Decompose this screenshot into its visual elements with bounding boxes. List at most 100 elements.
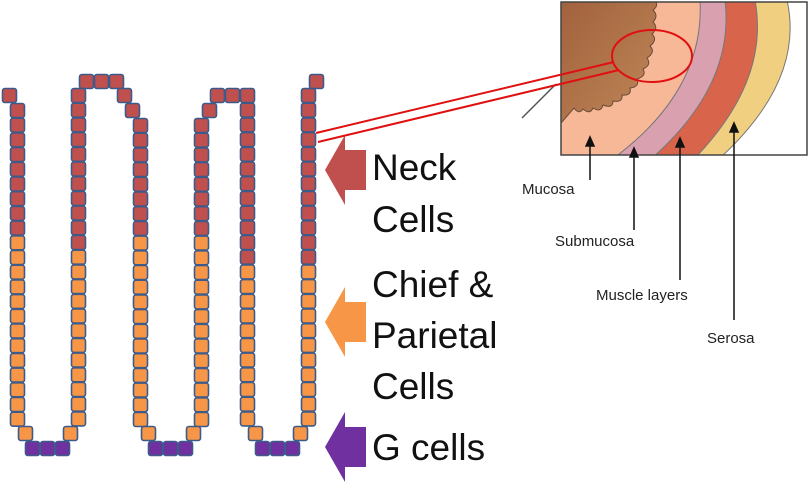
neck-cell bbox=[9, 176, 26, 192]
neck-cell bbox=[9, 205, 26, 222]
chief-parietal-cell bbox=[70, 352, 87, 368]
neck-cell bbox=[116, 87, 133, 104]
neck-cell bbox=[70, 131, 87, 148]
chief-parietal-cell bbox=[9, 367, 26, 383]
chief-parietal-cell bbox=[239, 396, 256, 413]
callout-circle bbox=[611, 29, 693, 83]
neck-cell bbox=[239, 205, 256, 221]
neck-cell bbox=[193, 132, 210, 148]
chief-parietal-cell bbox=[239, 293, 256, 310]
chief-parietal-cell bbox=[239, 308, 256, 324]
chief-parietal-cell bbox=[239, 264, 256, 280]
neck-cell bbox=[300, 87, 317, 104]
neck-cell bbox=[1, 87, 18, 104]
neck-cell bbox=[132, 147, 149, 163]
chief-parietal-cell bbox=[132, 235, 149, 251]
chief-parietal-cell bbox=[239, 352, 256, 368]
neck-cell bbox=[132, 205, 149, 222]
neck-cell bbox=[124, 102, 141, 119]
neck-cell bbox=[308, 73, 325, 90]
g-cells-cell bbox=[177, 440, 194, 457]
chief-parietal-cell bbox=[62, 425, 79, 442]
chief-parietal-cell bbox=[70, 396, 87, 413]
muscle-layers-label: Muscle layers bbox=[596, 287, 688, 304]
chief-parietal-cell bbox=[9, 381, 26, 398]
chief-parietal-cell bbox=[132, 367, 149, 384]
chief-parietal-cell bbox=[300, 396, 317, 413]
neck-cell bbox=[193, 117, 210, 134]
neck-cell bbox=[70, 161, 87, 177]
chief-parietal-cell bbox=[300, 308, 317, 324]
neck-cell bbox=[70, 175, 87, 192]
neck-cell bbox=[239, 190, 256, 207]
chief-parietal-cell bbox=[9, 279, 26, 295]
chief-parietal-cell bbox=[292, 425, 309, 442]
chief-parietal-cell bbox=[70, 411, 87, 427]
chief-parietal-cell bbox=[70, 249, 87, 265]
chief-parietal-cell bbox=[300, 411, 317, 427]
chief-parietal-cell bbox=[132, 308, 149, 325]
neck-cell bbox=[108, 73, 125, 90]
chief-parietal-cell bbox=[132, 264, 149, 281]
neck-cell bbox=[193, 176, 210, 193]
chief-parietal-cell bbox=[300, 352, 317, 368]
chief-parietal-cell bbox=[70, 337, 87, 354]
neck-cell bbox=[300, 220, 317, 236]
chief-parietal-cell bbox=[70, 308, 87, 324]
chief-parietal-cell bbox=[300, 366, 317, 383]
neck-cell bbox=[9, 146, 26, 163]
chief-label-line1: Chief & bbox=[372, 264, 494, 305]
mucosa-label: Mucosa bbox=[522, 181, 575, 198]
g-cells-cell bbox=[39, 440, 56, 457]
neck-cell bbox=[70, 190, 87, 207]
neck-cell bbox=[239, 234, 256, 251]
chief-parietal-cell bbox=[132, 294, 149, 310]
neck-cell bbox=[209, 87, 226, 104]
g-cells-cell bbox=[162, 440, 179, 457]
chief-parietal-cell bbox=[300, 293, 317, 310]
chief-parietal-cell bbox=[9, 337, 26, 354]
stomach-wall-inset: Mucosa Submucosa Muscle layers Serosa bbox=[315, 1, 808, 347]
neck-cell bbox=[300, 190, 317, 207]
chief-parietal-cell bbox=[9, 352, 26, 369]
neck-cell bbox=[132, 161, 149, 178]
chief-parietal-cell bbox=[193, 308, 210, 325]
chief-parietal-cell bbox=[9, 411, 26, 428]
neck-cell bbox=[300, 234, 317, 251]
chief-label-line3: Cells bbox=[372, 366, 454, 407]
chief-parietal-cell bbox=[132, 250, 149, 266]
neck-cell bbox=[70, 87, 87, 104]
neck-cell bbox=[70, 205, 87, 221]
chief-parietal-cell bbox=[9, 308, 26, 325]
neck-cell bbox=[300, 131, 317, 148]
g-cells-cell bbox=[54, 440, 71, 457]
neck-cell bbox=[93, 73, 110, 90]
chief-parietal-cell bbox=[132, 338, 149, 354]
chief-parietal-cell bbox=[193, 396, 210, 413]
chief-parietal-cell bbox=[193, 235, 210, 251]
g-cells-cell bbox=[254, 440, 271, 457]
neck-cell bbox=[300, 146, 317, 163]
neck-cell bbox=[300, 175, 317, 192]
neck-cell bbox=[193, 220, 210, 237]
chief-parietal-cell bbox=[193, 264, 210, 281]
g-cells-arrow-icon bbox=[325, 412, 366, 482]
chief-parietal-cell bbox=[132, 411, 149, 428]
gland-cells bbox=[1, 73, 325, 457]
chief-parietal-cell bbox=[193, 323, 210, 340]
neck-cell bbox=[193, 161, 210, 178]
neck-cell bbox=[9, 102, 26, 119]
chief-parietal-cell bbox=[132, 382, 149, 398]
chief-parietal-cell bbox=[70, 293, 87, 310]
chief-parietal-cell bbox=[193, 279, 210, 296]
neck-cell bbox=[9, 190, 26, 207]
chief-parietal-cell bbox=[9, 249, 26, 266]
neck-cell bbox=[300, 205, 317, 221]
neck-cell bbox=[193, 191, 210, 207]
chief-parietal-cell bbox=[300, 337, 317, 354]
neck-cell bbox=[70, 146, 87, 163]
chief-parietal-cell bbox=[17, 425, 34, 442]
neck-cell bbox=[70, 117, 87, 133]
